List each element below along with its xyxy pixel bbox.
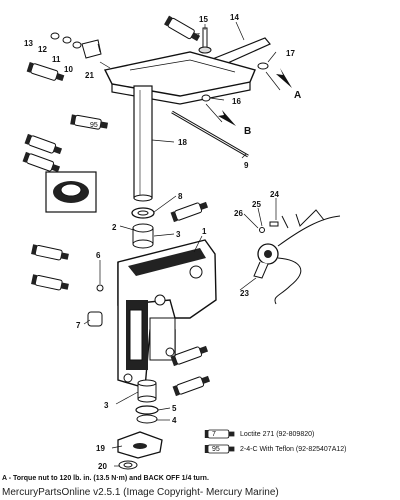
callout-19: 19 xyxy=(96,444,105,453)
steering-shaft xyxy=(133,85,153,202)
callout-26: 26 xyxy=(234,209,243,218)
sealant-legend: 7 Loctite 271 (92-809820) 95 2-4-C With … xyxy=(204,429,346,454)
reference-arrows xyxy=(218,68,292,126)
callout-12: 12 xyxy=(38,45,47,54)
sealant-tubes: 7 95 xyxy=(22,15,212,397)
callout-17: 17 xyxy=(286,49,295,58)
trim-sender-assembly xyxy=(253,209,341,305)
callout-23: 23 xyxy=(240,289,249,298)
callout-4: 4 xyxy=(172,416,177,425)
legend-1-num: 7 xyxy=(212,431,216,438)
callout-13: 13 xyxy=(24,39,33,48)
callout-14: 14 xyxy=(230,13,239,22)
callout-16: 16 xyxy=(232,97,241,106)
callout-7: 7 xyxy=(76,321,81,330)
swivel-bracket xyxy=(117,239,217,389)
torque-note: A - Torque nut to 120 lb. in. (13.5 N·m)… xyxy=(2,475,209,482)
callout-10: 10 xyxy=(64,65,73,74)
steering-arm-assembly xyxy=(50,27,271,105)
callout-6: 6 xyxy=(96,251,101,260)
callout-15: 15 xyxy=(199,15,208,24)
bottom-collar xyxy=(117,431,163,470)
long-bolt-9 xyxy=(171,110,249,158)
callout-20: 20 xyxy=(98,462,107,471)
callout-numbers: 15 14 13 12 11 10 21 17 16 A B 18 9 8 2 … xyxy=(24,13,301,471)
bushings-lower xyxy=(135,379,159,424)
legend-2-text: 2-4-C With Teflon (92-825407A12) xyxy=(240,446,346,453)
callout-3-lower: 3 xyxy=(104,401,109,410)
small-parts-6-7 xyxy=(87,284,104,327)
callout-9: 9 xyxy=(244,161,249,170)
callout-18: 18 xyxy=(178,138,187,147)
bushings-upper xyxy=(131,207,155,249)
reference-A: A xyxy=(294,90,301,101)
tube-label: 95 xyxy=(90,122,98,129)
callout-24: 24 xyxy=(270,190,279,199)
tube-label: 7 xyxy=(196,33,200,40)
callout-5: 5 xyxy=(172,404,177,413)
callout-8: 8 xyxy=(178,192,183,201)
callout-11: 11 xyxy=(52,55,61,64)
seal-detail xyxy=(45,171,97,213)
legend-2-num: 95 xyxy=(212,446,220,453)
callout-25: 25 xyxy=(252,200,261,209)
callout-1: 1 xyxy=(202,227,207,236)
legend-1-text: Loctite 271 (92-809820) xyxy=(240,431,314,438)
callout-2: 2 xyxy=(112,223,117,232)
leader-lines xyxy=(83,21,281,467)
callout-3: 3 xyxy=(176,230,181,239)
reference-B: B xyxy=(244,126,251,137)
callout-21: 21 xyxy=(85,71,94,80)
copyright-footer: MercuryPartsOnline v2.5.1 (Image Copyrig… xyxy=(2,487,279,498)
